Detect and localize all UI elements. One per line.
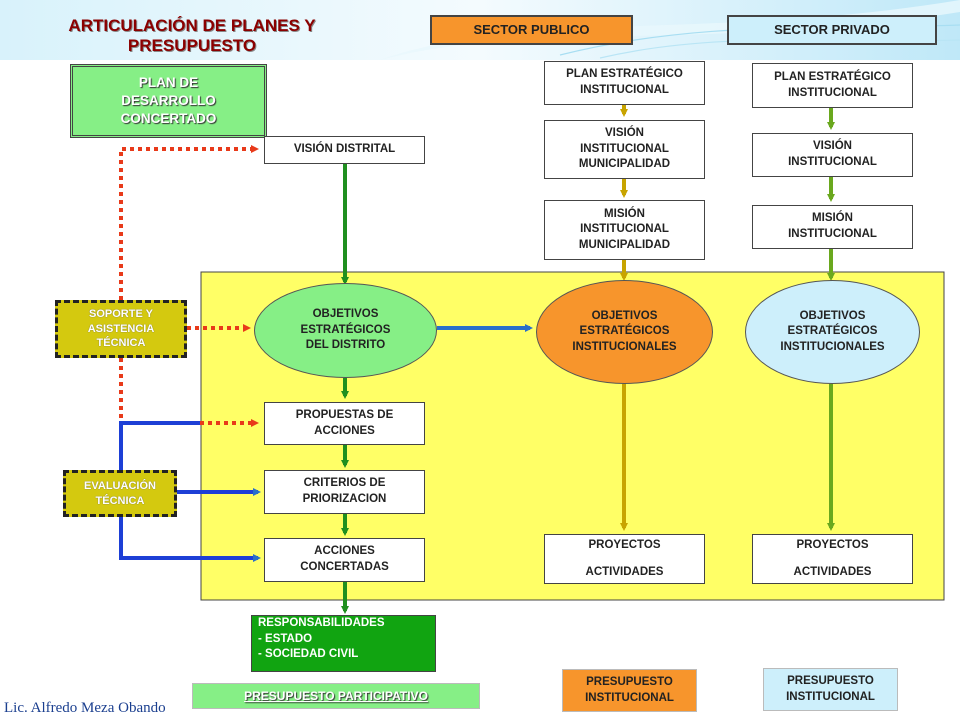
box-public-budget: PRESUPUESTO INSTITUCIONAL: [562, 669, 697, 712]
plan-development-box: PLAN DE DESARROLLO CONCERTADO: [70, 64, 267, 138]
box-technical-evaluation: EVALUACIÓN TÉCNICA: [63, 470, 177, 517]
box-private-vision: VISIÓN INSTITUCIONAL: [752, 133, 913, 177]
arrow-evaluation-actions: [119, 517, 261, 562]
box-vision-distrital: VISIÓN DISTRITAL: [264, 136, 425, 164]
box-criteria: CRITERIOS DE PRIORIZACION: [264, 470, 425, 514]
box-private-budget: PRESUPUESTO INSTITUCIONAL: [763, 668, 898, 711]
header-sector-private: SECTOR PRIVADO: [727, 15, 937, 45]
box-public-projects: PROYECTOS ACTIVIDADES: [544, 534, 705, 584]
box-private-plan: PLAN ESTRATÉGICO INSTITUCIONAL: [752, 63, 913, 108]
header-sector-public: SECTOR PUBLICO: [430, 15, 633, 45]
box-private-mission: MISIÓN INSTITUCIONAL: [752, 205, 913, 249]
box-public-plan: PLAN ESTRATÉGICO INSTITUCIONAL: [544, 61, 705, 105]
oval-objectives-private: OBJETIVOS ESTRATÉGICOS INSTITUCIONALES: [745, 280, 920, 384]
box-proposals: PROPUESTAS DE ACCIONES: [264, 402, 425, 445]
oval-objectives-public: OBJETIVOS ESTRATÉGICOS INSTITUCIONALES: [536, 280, 713, 384]
dotted-support-vision: [119, 145, 259, 300]
box-private-projects: PROYECTOS ACTIVIDADES: [752, 534, 913, 584]
box-public-vision: VISIÓN INSTITUCIONAL MUNICIPALIDAD: [544, 120, 705, 179]
author-credit: Lic. Alfredo Meza Obando: [4, 700, 166, 716]
box-budget-participatory: PRESUPUESTO PARTICIPATIVO: [192, 683, 480, 709]
box-responsibilities: RESPONSABILIDADES - ESTADO - SOCIEDAD CI…: [251, 615, 436, 672]
diagram-title: ARTICULACIÓN DE PLANES Y PRESUPUESTO: [68, 16, 316, 56]
box-technical-support: SOPORTE Y ASISTENCIA TÉCNICA: [55, 300, 187, 358]
line-evaluation-proposals: [119, 421, 200, 470]
box-public-mission: MISIÓN INSTITUCIONAL MUNICIPALIDAD: [544, 200, 705, 260]
box-actions: ACCIONES CONCERTADAS: [264, 538, 425, 582]
oval-objectives-district: OBJETIVOS ESTRATÉGICOS DEL DISTRITO: [254, 283, 437, 378]
